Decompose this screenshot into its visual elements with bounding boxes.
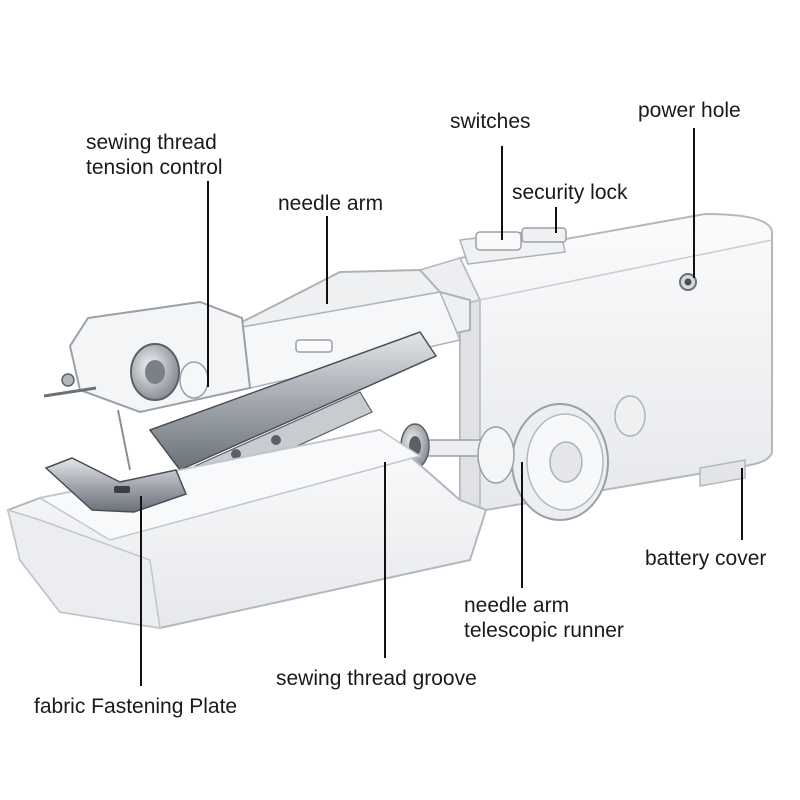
security-lock-label: security lock bbox=[512, 181, 628, 204]
tension-label-line-1: sewing thread bbox=[86, 131, 217, 154]
thread-groove-leader-line bbox=[384, 462, 386, 658]
tension-control-assembly bbox=[43, 300, 252, 414]
runner-leader-line bbox=[521, 462, 523, 588]
round-button bbox=[614, 395, 646, 437]
battery-cover-label: battery cover bbox=[645, 547, 767, 570]
thread-groove-label: sewing thread groove bbox=[276, 667, 477, 690]
machine-base bbox=[6, 428, 488, 630]
telescopic-runner-label: needle arm telescopic runner bbox=[464, 593, 624, 643]
security-lock-leader-line bbox=[555, 207, 557, 233]
power-hole-label: power hole bbox=[638, 99, 741, 122]
hand-wheel-dial bbox=[511, 403, 609, 521]
switch-button bbox=[475, 231, 522, 251]
runner-label-line-2: telescopic runner bbox=[464, 619, 624, 642]
switches-label: switches bbox=[450, 110, 531, 133]
needle-arm-label: needle arm bbox=[278, 192, 384, 215]
tension-leader-line bbox=[207, 181, 209, 387]
tension-control-label: sewing thread tension control bbox=[86, 130, 223, 180]
needle-arm-housing bbox=[221, 268, 471, 389]
battery-cover-leader-line bbox=[741, 468, 743, 540]
security-lock-slider bbox=[521, 227, 567, 243]
fastening-plate-label: fabric Fastening Plate bbox=[34, 695, 238, 718]
runner-label-line-1: needle arm bbox=[464, 594, 570, 617]
switches-leader-line bbox=[501, 146, 503, 240]
battery-cover bbox=[699, 459, 746, 487]
fastening-plate-leader-line bbox=[140, 496, 142, 686]
needle-arm-leader-line bbox=[326, 216, 328, 304]
fabric-fastening-plate bbox=[44, 457, 187, 513]
power-hole-leader-line bbox=[693, 128, 695, 278]
tension-label-line-2: tension control bbox=[86, 156, 223, 179]
